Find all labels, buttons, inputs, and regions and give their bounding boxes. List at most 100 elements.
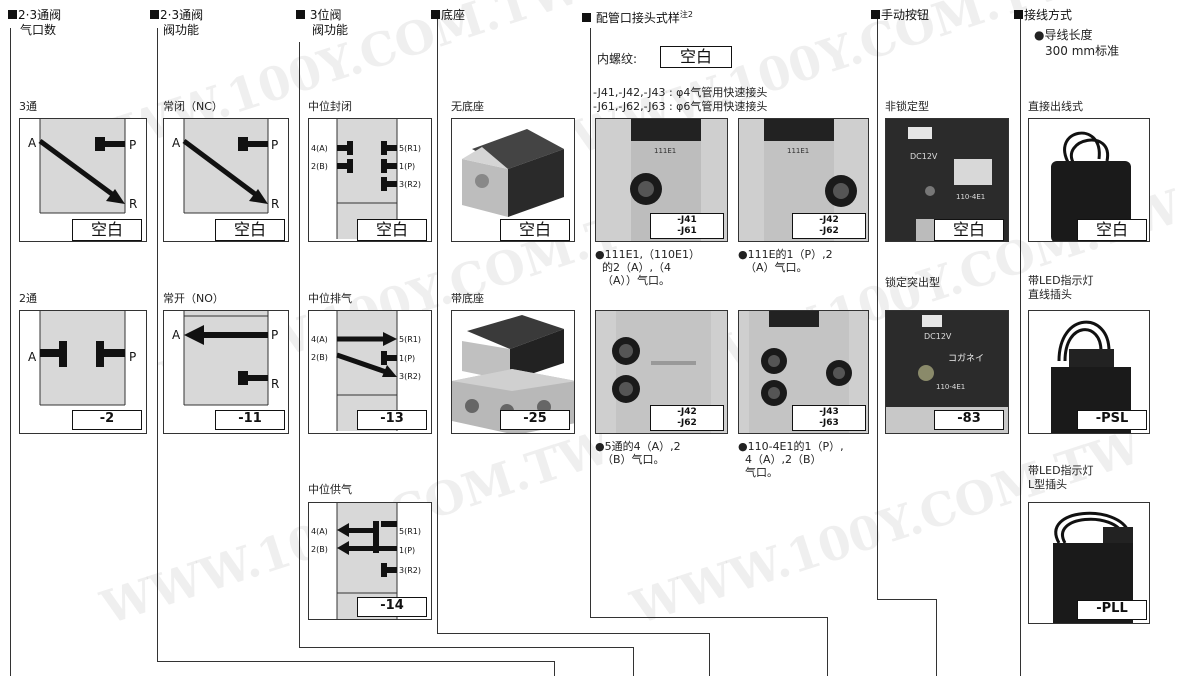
- svg-text:4(A): 4(A): [311, 335, 328, 344]
- section-header-ports: 2·3通阀: [8, 8, 61, 22]
- option-label: 2通: [19, 292, 37, 305]
- svg-text:2(B): 2(B): [311, 353, 328, 362]
- option-label: 非锁定型: [885, 100, 929, 113]
- valve-symbol-no-icon: A P R: [172, 311, 279, 406]
- valve-symbol-3way-icon: A P R: [28, 119, 137, 214]
- svg-text:コガネイ: コガネイ: [948, 353, 984, 364]
- valve-symbol-nc-box: A P R: [163, 118, 289, 242]
- option-code-box: -PSL: [1077, 410, 1147, 430]
- option-label: 常闭（NC）: [163, 100, 223, 113]
- option-code-box: 空白: [934, 219, 1004, 241]
- option-code-box: -J42 -J62: [650, 405, 724, 431]
- connector-line: [554, 661, 555, 676]
- svg-text:4(A): 4(A): [311, 144, 328, 153]
- svg-text:R: R: [129, 197, 137, 211]
- svg-text:1(P): 1(P): [399, 162, 415, 171]
- section-subheader-ports: 气口数: [20, 23, 57, 37]
- svg-text:P: P: [129, 350, 136, 364]
- square-bullet-icon: [8, 10, 17, 19]
- valve-symbol-2way-icon: A P: [28, 311, 136, 406]
- option-label: 带LED指示灯: [1028, 464, 1094, 477]
- section-header-3pos: 3位阀: [296, 8, 341, 22]
- option-code-box: -14: [357, 597, 427, 617]
- connector-line: [157, 28, 158, 662]
- option-label: 3通: [19, 100, 37, 113]
- fitting-spec-line: -J61,-J62,-J63 : φ6气管用快速接头: [593, 100, 768, 113]
- svg-text:3(R2): 3(R2): [399, 180, 421, 189]
- connector-line: [877, 599, 937, 600]
- fitting-note: ●5通的4（A）,2 （B）气口。: [595, 440, 681, 466]
- option-label: 锁定突出型: [885, 276, 940, 289]
- section-header-wiring: 接线方式: [1014, 8, 1072, 22]
- option-label: 常开（NO）: [163, 292, 224, 305]
- svg-text:3(R2): 3(R2): [399, 372, 421, 381]
- option-code-box: 空白: [357, 219, 427, 241]
- connector-line: [10, 28, 11, 676]
- square-bullet-icon: [150, 10, 159, 19]
- option-label: 直线插头: [1028, 288, 1072, 301]
- connector-line: [437, 633, 710, 634]
- svg-text:1(P): 1(P): [399, 546, 415, 555]
- square-bullet-icon: [431, 10, 440, 19]
- option-code-box: -J41 -J61: [650, 213, 724, 239]
- svg-text:P: P: [129, 138, 136, 152]
- svg-text:P: P: [271, 138, 278, 152]
- section-header-manual: 手动按钮: [871, 8, 929, 22]
- option-code-box: 空白: [215, 219, 285, 241]
- svg-text:5(R1): 5(R1): [399, 144, 421, 153]
- connector-line: [936, 599, 937, 676]
- option-code-box: 空白: [1077, 219, 1147, 241]
- section-header-function: 2·3通阀: [150, 8, 203, 22]
- svg-text:R: R: [271, 377, 279, 391]
- square-bullet-icon: [871, 10, 880, 19]
- connector-line: [299, 42, 300, 648]
- svg-text:111E1: 111E1: [654, 147, 676, 155]
- connector-line: [877, 14, 878, 600]
- svg-text:4(A): 4(A): [311, 527, 328, 536]
- option-code-box: 空白: [660, 46, 732, 68]
- valve-symbol-3way-box: A P R: [19, 118, 147, 242]
- option-label: 中位封闭: [308, 100, 352, 113]
- option-label: 带底座: [451, 292, 484, 305]
- option-code-box: -2: [72, 410, 142, 430]
- fitting-note: ●111E1,（110E1） 的2（A）,（4 （A））气口。: [595, 248, 700, 287]
- section-subheader-3pos: 阀功能: [312, 23, 349, 37]
- fitting-photo-image: 111E1: [764, 119, 857, 241]
- connector-line: [827, 617, 828, 676]
- svg-text:P: P: [271, 328, 278, 342]
- svg-text:2(B): 2(B): [311, 162, 328, 171]
- svg-text:R: R: [271, 197, 279, 211]
- svg-text:3(R2): 3(R2): [399, 566, 421, 575]
- connector-line: [299, 647, 634, 648]
- option-label: 中位供气: [308, 483, 352, 496]
- svg-text:5(R1): 5(R1): [399, 335, 421, 344]
- connector-line: [709, 633, 710, 676]
- option-label: 直接出线式: [1028, 100, 1083, 113]
- option-code-box: 空白: [72, 219, 142, 241]
- svg-text:A: A: [28, 350, 37, 364]
- square-bullet-icon: [582, 13, 591, 22]
- option-code-box: -13: [357, 410, 427, 430]
- svg-text:2(B): 2(B): [311, 545, 328, 554]
- fitting-note: ●111E的1（P）,2 （A）气口。: [738, 248, 833, 274]
- svg-text:A: A: [28, 136, 37, 150]
- connector-line: [157, 661, 554, 662]
- connector-line: [437, 14, 438, 634]
- connector-line: [590, 617, 828, 618]
- option-code-box: -J42 -J62: [792, 213, 866, 239]
- option-code-box: -J43 -J63: [792, 405, 866, 431]
- option-label: 带LED指示灯: [1028, 274, 1094, 287]
- svg-text:A: A: [172, 328, 181, 342]
- connector-line: [590, 28, 591, 618]
- option-code-box: -25: [500, 410, 570, 430]
- valve-symbol-2way-box: A P: [19, 310, 147, 434]
- connector-line: [1020, 14, 1021, 676]
- option-code-box: -11: [215, 410, 285, 430]
- square-bullet-icon: [1014, 10, 1023, 19]
- wire-length-note: 300 mm标准: [1045, 44, 1120, 58]
- option-label: L型插头: [1028, 478, 1068, 491]
- svg-text:DC12V: DC12V: [924, 332, 952, 341]
- svg-text:5(R1): 5(R1): [399, 527, 421, 536]
- option-label: 中位排气: [308, 292, 352, 305]
- section-header-base: 底座: [431, 8, 465, 22]
